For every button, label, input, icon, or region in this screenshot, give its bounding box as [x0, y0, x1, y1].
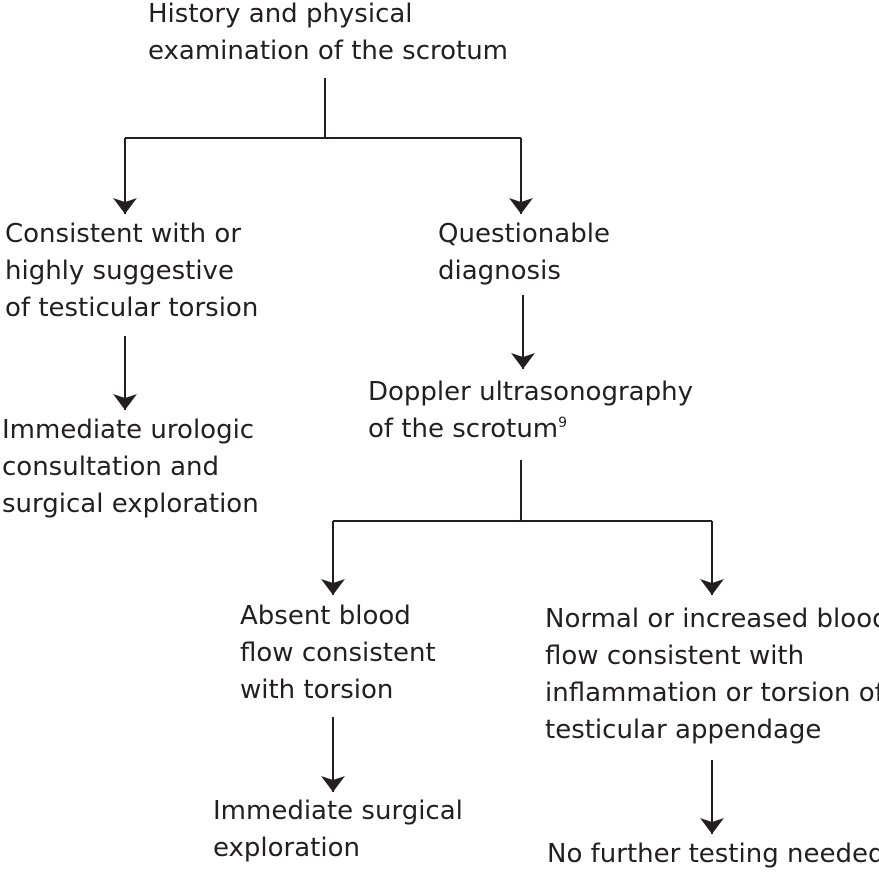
node-line: consultation and: [2, 452, 220, 482]
node-line: Absent blood: [240, 601, 411, 631]
node-line: Consistent with or: [5, 219, 242, 249]
node-line: Questionable: [438, 219, 610, 249]
node-line: No further testing needed: [547, 839, 879, 869]
node-doppler-ultrasonography: Doppler ultrasonography of the scrotum9: [368, 374, 693, 448]
node-line: Doppler ultrasonography: [368, 377, 693, 407]
node-line: of testicular torsion: [5, 293, 259, 323]
reference-superscript: 9: [558, 415, 568, 431]
node-line: highly suggestive: [5, 256, 234, 286]
node-normal-or-increased-blood-flow: Normal or increased blood flow consisten…: [545, 601, 879, 749]
node-line: surgical exploration: [2, 489, 259, 519]
node-no-further-testing: No further testing needed: [547, 836, 879, 873]
node-line: flow consistent with: [545, 641, 805, 671]
node-questionable-diagnosis: Questionable diagnosis: [438, 216, 610, 290]
node-history-and-physical: History and physical examination of the …: [148, 0, 508, 70]
node-line: flow consistent: [240, 638, 436, 668]
node-line: Normal or increased blood: [545, 604, 879, 634]
node-line: diagnosis: [438, 256, 561, 286]
node-line-text: of the scrotum: [368, 414, 559, 444]
node-line: with torsion: [240, 675, 394, 705]
node-immediate-urologic-consultation: Immediate urologic consultation and surg…: [2, 412, 259, 523]
node-line: inflammation or torsion of: [545, 678, 879, 708]
node-immediate-surgical-exploration: Immediate surgical exploration: [213, 793, 463, 867]
node-line: of the scrotum9: [368, 411, 693, 448]
node-line: Immediate surgical: [213, 796, 463, 826]
node-line: Immediate urologic: [2, 415, 255, 445]
node-line: testicular appendage: [545, 715, 822, 745]
node-line: History and physical: [148, 0, 413, 29]
node-absent-blood-flow: Absent blood flow consistent with torsio…: [240, 598, 436, 709]
node-line: exploration: [213, 833, 360, 863]
node-consistent-with-torsion: Consistent with or highly suggestive of …: [5, 216, 258, 327]
node-line: examination of the scrotum: [148, 36, 509, 66]
